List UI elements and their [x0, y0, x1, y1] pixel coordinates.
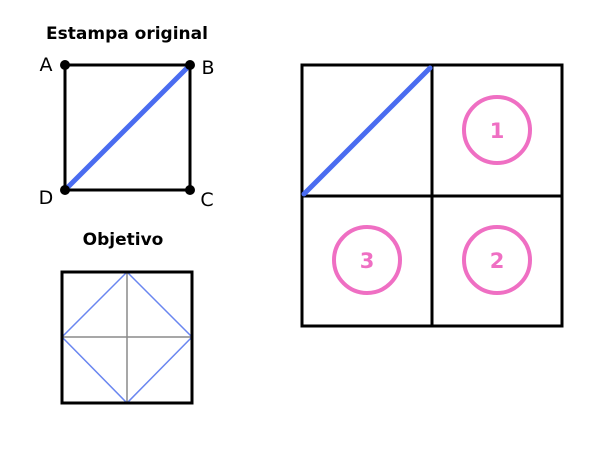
tile-grid: 1 2 3 — [300, 63, 564, 328]
target-square — [60, 270, 194, 405]
cell-number-2: 2 — [490, 249, 505, 273]
corner-label-c: C — [200, 189, 213, 211]
cell-number-3: 3 — [360, 249, 375, 273]
target-title: Objetivo — [83, 230, 164, 250]
cell-number-circle-2 — [462, 225, 532, 295]
cell-number-1: 1 — [490, 119, 505, 143]
corner-dot-a — [60, 60, 70, 70]
cell-number-circle-1 — [462, 95, 532, 165]
target-figure — [60, 270, 194, 405]
corner-label-b: B — [201, 57, 214, 79]
original-stamp-diagonal — [62, 62, 193, 193]
original-stamp-square — [63, 63, 192, 192]
corner-label-a: A — [40, 54, 53, 76]
corner-dot-b — [185, 60, 195, 70]
grid-cell-top-left-diagonal — [301, 65, 433, 197]
cell-number-circle-3 — [332, 225, 402, 295]
original-stamp: A B C D — [39, 54, 215, 211]
grid-cell-bottom-right — [430, 194, 564, 328]
corner-label-d: D — [39, 187, 54, 209]
original-stamp-title: Estampa original — [46, 24, 208, 44]
corner-dot-d — [60, 185, 70, 195]
corner-dot-c — [185, 185, 195, 195]
